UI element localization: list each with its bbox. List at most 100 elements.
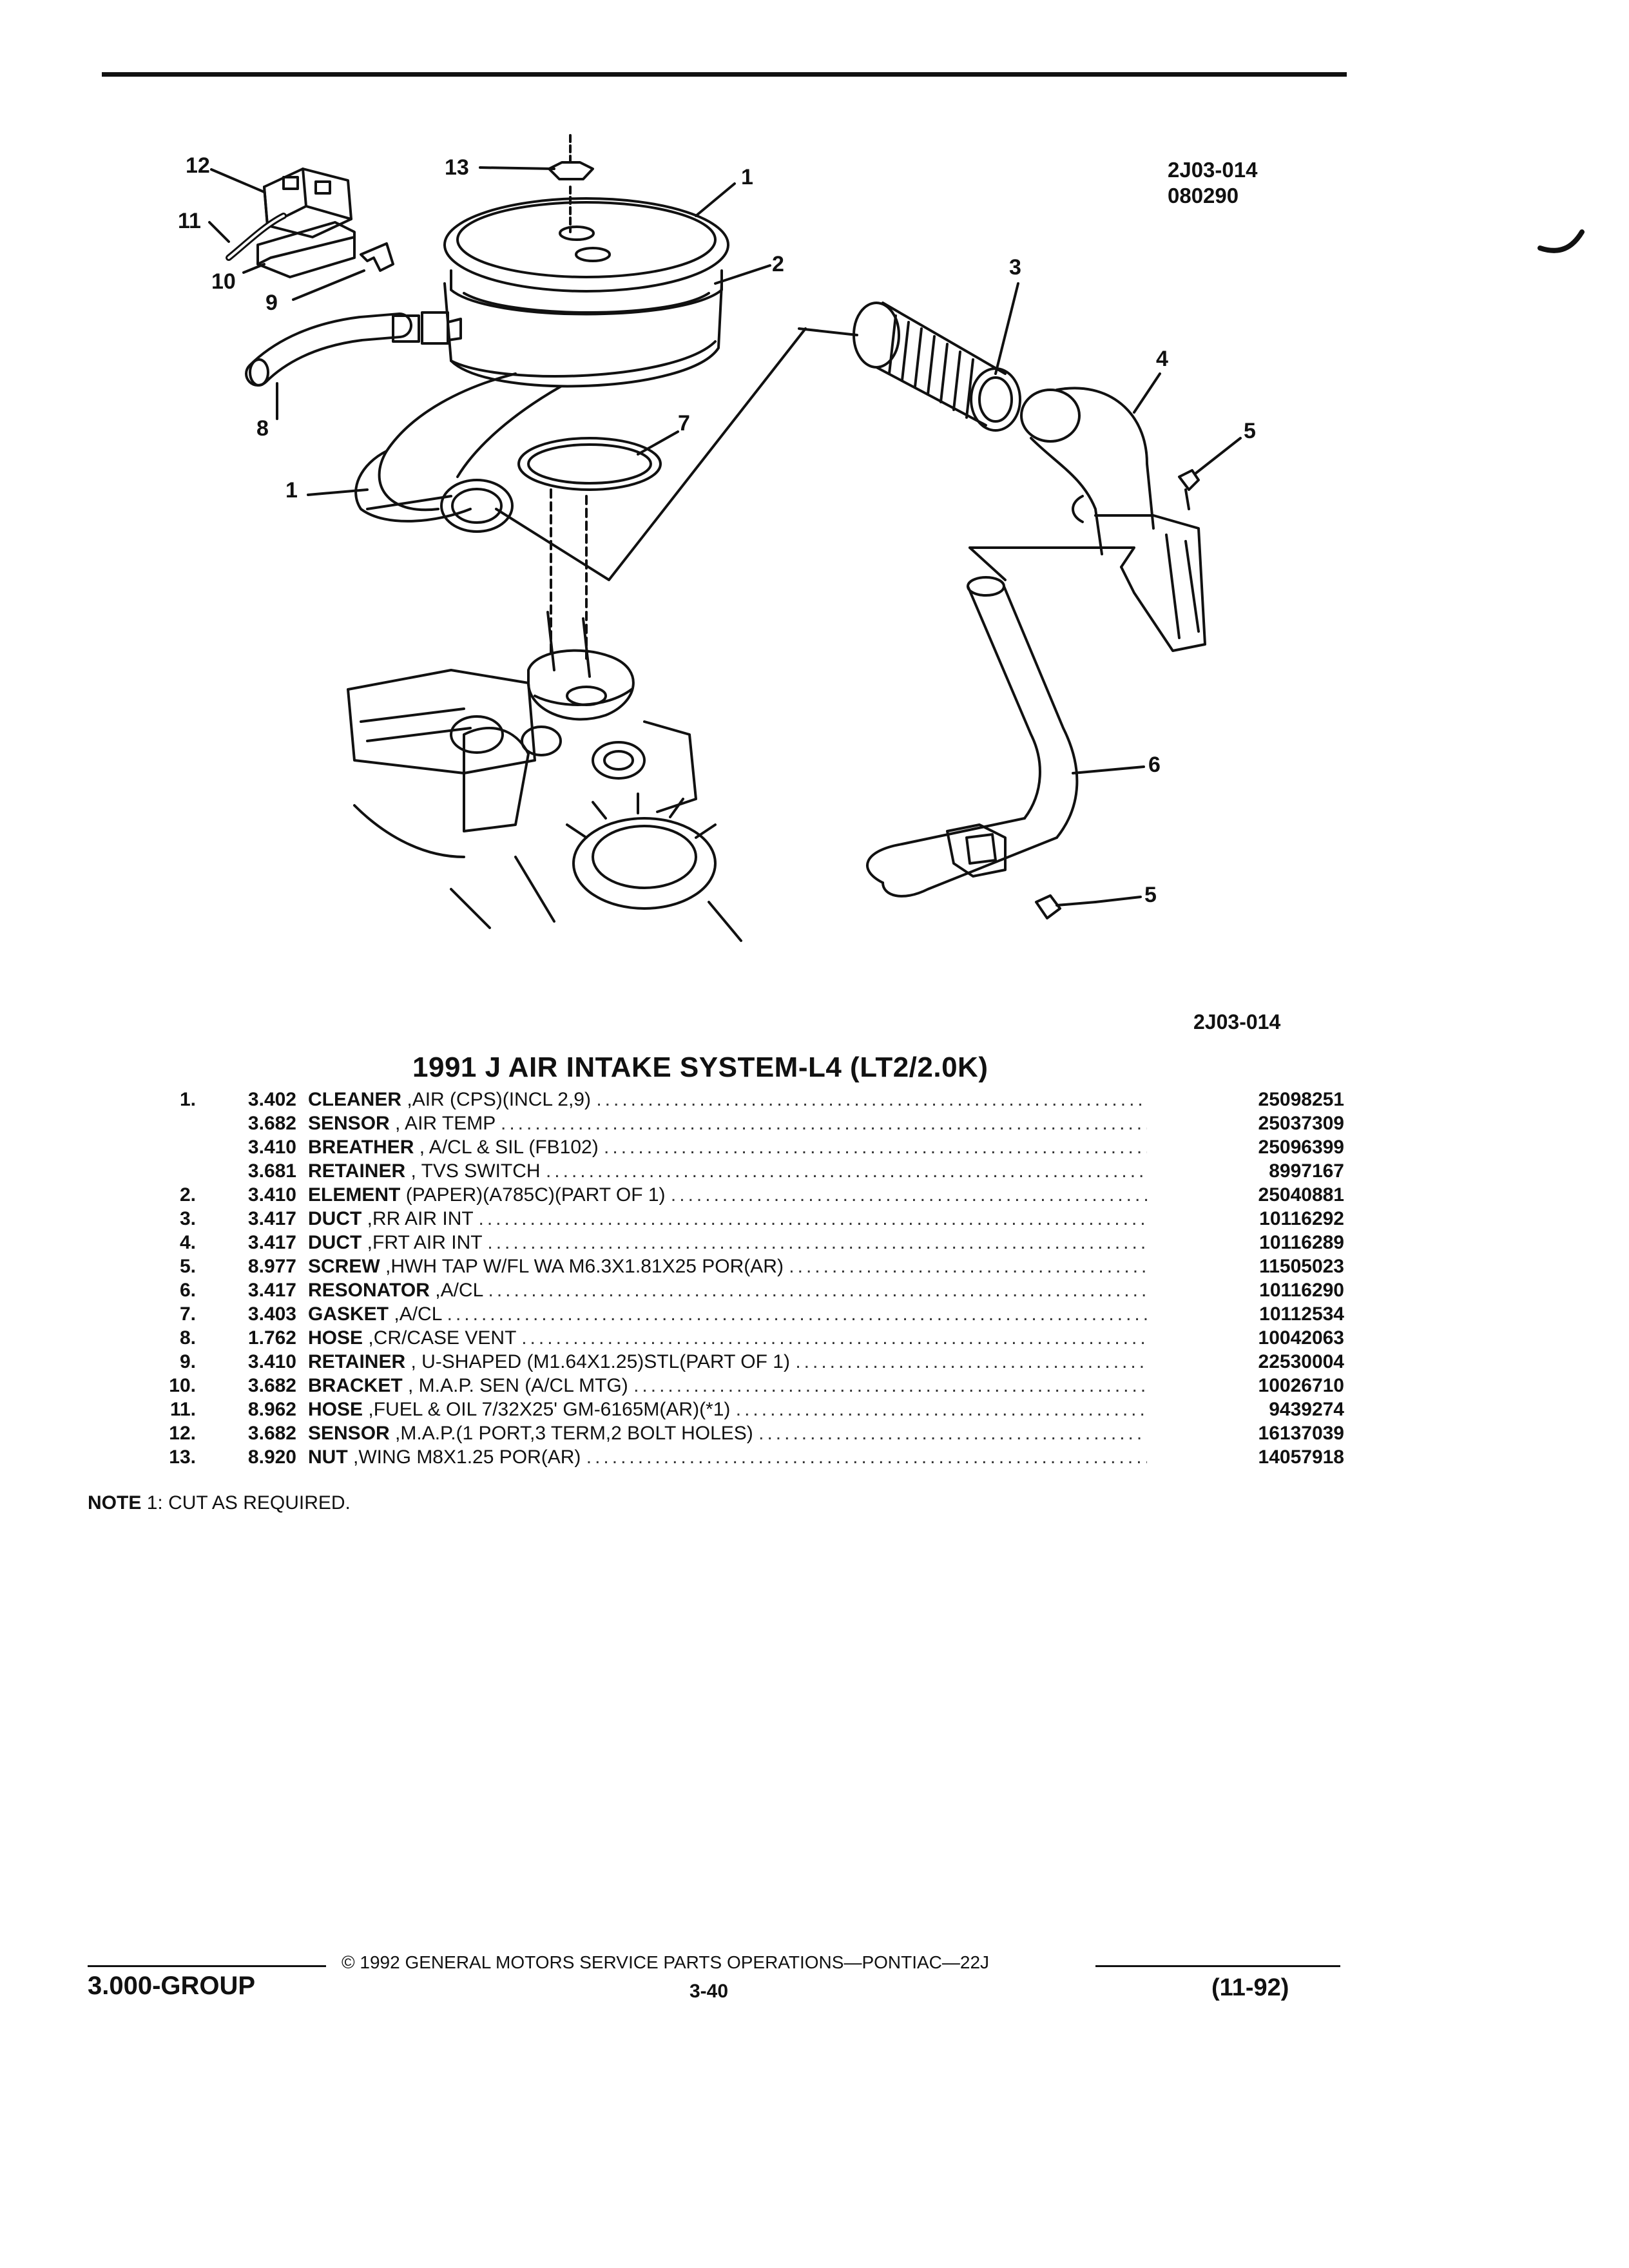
- part-spec: , M.A.P. SEN (A/CL MTG): [408, 1375, 628, 1396]
- part-name: SENSOR: [308, 1113, 390, 1134]
- front-duct: [1020, 387, 1206, 652]
- group-number: 8.977: [247, 1256, 296, 1277]
- group-number: 3.410: [247, 1351, 296, 1372]
- part-number: 11505023: [1147, 1256, 1344, 1278]
- part-number: 10042063: [1147, 1327, 1344, 1349]
- part-spec: ,WING M8X1.25 POR(AR): [353, 1446, 581, 1468]
- footer-copyright: © 1992 GENERAL MOTORS SERVICE PARTS OPER…: [342, 1952, 990, 1972]
- footnote: NOTE 1: CUT AS REQUIRED.: [88, 1492, 351, 1514]
- part-spec: , TVS SWITCH: [410, 1160, 541, 1182]
- callout-3: 3: [1009, 255, 1021, 280]
- part-name: SCREW: [308, 1256, 380, 1277]
- item-number: 5.: [179, 1256, 196, 1277]
- map-sensor-shape: [263, 168, 352, 238]
- top-rule: [102, 72, 1347, 77]
- part-name: RESONATOR: [308, 1280, 430, 1301]
- footer-date: (11-92): [1211, 1974, 1289, 2001]
- callout-11: 11: [178, 209, 201, 233]
- part-name: HOSE: [308, 1327, 363, 1349]
- group-number: 3.417: [247, 1280, 296, 1301]
- group-number: 8.920: [247, 1446, 296, 1468]
- drawing-code-block: 2J03-014 080290: [1168, 157, 1257, 209]
- margin-mark: [1537, 229, 1585, 253]
- callout-13: 13: [445, 155, 469, 180]
- part-number: 25098251: [1147, 1089, 1344, 1111]
- group-number: 3.410: [247, 1184, 296, 1206]
- item-number: 3.: [179, 1208, 196, 1229]
- part-number: 9439274: [1147, 1399, 1344, 1421]
- part-spec: ,M.A.P.(1 PORT,3 TERM,2 BOLT HOLES): [395, 1423, 753, 1444]
- figure-code: 2J03-014: [1193, 1010, 1281, 1033]
- part-row: 5. 8.977 SCREW ,HWH TAP W/FL WA M6.3X1.81X…: [129, 1256, 1353, 1280]
- page-number: 3-40: [689, 1981, 729, 2002]
- resonator-tube: [866, 576, 1079, 898]
- item-number: 8.: [179, 1327, 196, 1349]
- group-number: 3.410: [247, 1137, 296, 1158]
- part-row: 9. 3.410 RETAINER , U-SHAPED (M1.64X1.25)S…: [129, 1351, 1353, 1375]
- part-spec: ,HWH TAP W/FL WA M6.3X1.81X25 POR(AR): [385, 1256, 784, 1277]
- item-number: 13.: [169, 1446, 196, 1468]
- callout-7: 7: [678, 411, 690, 436]
- group-number: 3.402: [247, 1089, 296, 1110]
- section-title: 1991 J AIR INTAKE SYSTEM-L4 (LT2/2.0K): [412, 1052, 988, 1083]
- part-row: 2. 3.410 ELEMENT (PAPER)(A785C)(PART OF 1)…: [129, 1184, 1353, 1208]
- part-name: SENSOR: [308, 1423, 390, 1444]
- callout-5-bottom: 5: [1144, 883, 1157, 907]
- part-name: RETAINER: [308, 1351, 406, 1372]
- distributor-cap: [572, 817, 717, 910]
- part-number: 25096399: [1147, 1137, 1344, 1158]
- group-number: 1.762: [247, 1327, 296, 1349]
- item-number: 2.: [179, 1184, 196, 1206]
- part-spec: ,FUEL & OIL 7/32X25' GM-6165M(AR)(*1): [368, 1399, 731, 1420]
- group-number: 3.682: [247, 1423, 296, 1444]
- item-number: 4.: [179, 1232, 196, 1253]
- air-cleaner-housing: [443, 282, 723, 388]
- part-spec: ,A/CL: [394, 1303, 442, 1325]
- callout-5-top: 5: [1244, 419, 1256, 443]
- part-name: CLEANER: [308, 1089, 402, 1110]
- footer-rule-right: [1095, 1965, 1340, 1967]
- screw-bottom: [1035, 894, 1097, 919]
- part-number: 10116292: [1147, 1208, 1344, 1230]
- group-number: 3.403: [247, 1303, 296, 1325]
- item-number: 11.: [169, 1399, 196, 1420]
- part-spec: ,FRT AIR INT: [367, 1232, 483, 1253]
- drawing-code: 2J03-014: [1168, 158, 1258, 182]
- group-number: 3.417: [247, 1208, 296, 1229]
- group-number: 3.682: [247, 1375, 296, 1396]
- callout-9: 9: [265, 291, 278, 315]
- screw-top: [1178, 469, 1200, 510]
- part-name: ELEMENT: [308, 1184, 401, 1206]
- callout-1-top: 1: [741, 165, 753, 189]
- callout-10: 10: [211, 269, 236, 294]
- footer-rule-left: [88, 1965, 326, 1967]
- group-number: 3.682: [247, 1113, 296, 1134]
- part-number: 8997167: [1147, 1160, 1344, 1182]
- part-number: 22530004: [1147, 1351, 1344, 1373]
- part-spec: , AIR TEMP: [395, 1113, 496, 1134]
- part-number: 10116290: [1147, 1280, 1344, 1302]
- part-spec: (PAPER)(A785C)(PART OF 1): [405, 1184, 666, 1206]
- part-name: NUT: [308, 1446, 348, 1468]
- callout-4: 4: [1156, 347, 1168, 371]
- footer-group: 3.000-GROUP: [88, 1972, 256, 2000]
- callout-1-left: 1: [285, 478, 298, 503]
- drawing-date: 080290: [1168, 184, 1239, 207]
- item-number: 7.: [179, 1303, 196, 1325]
- item-number: 9.: [179, 1351, 196, 1372]
- part-spec: , U-SHAPED (M1.64X1.25)STL(PART OF 1): [410, 1351, 790, 1372]
- part-number: 10112534: [1147, 1303, 1344, 1325]
- part-number: 25040881: [1147, 1184, 1344, 1206]
- part-number: 10026710: [1147, 1375, 1344, 1397]
